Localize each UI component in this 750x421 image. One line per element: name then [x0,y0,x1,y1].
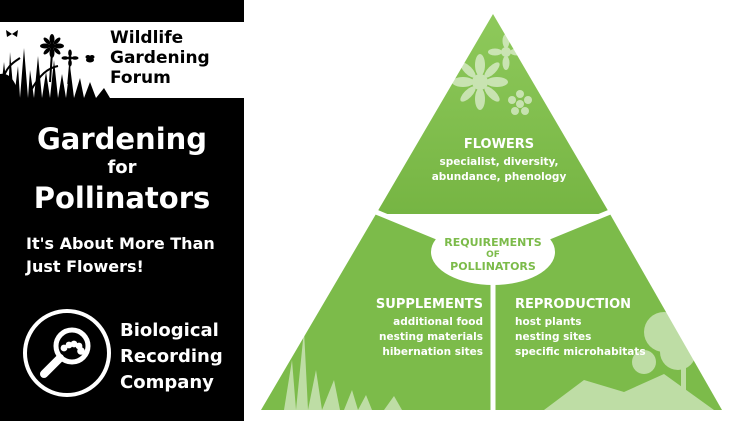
daisy-flowers-icon [452,34,532,115]
magnifier-caterpillar-icon [23,309,111,397]
flowers-detail: specialist, diversity, [439,156,558,168]
headline: Gardening for Pollinators [0,122,244,216]
pollinator-pyramid: REQUIREMENTS OF POLLINATORS FLOWERS spec… [261,14,722,412]
headline-for: for [107,157,137,178]
forum-title-line: Forum [110,68,171,88]
reproduction-detail: nesting sites [515,331,591,343]
tagline: It's About More Than Just Flowers! [26,232,236,278]
tagline-line: Just Flowers! [26,257,144,276]
organisation-line: Company [120,372,214,393]
reproduction-detail: specific microhabitats [515,346,646,358]
reproduction-detail: host plants [515,316,582,328]
forum-title-line: Gardening [110,48,210,68]
supplements-detail: hibernation sites [382,346,483,358]
headline-pollinators: Pollinators [33,181,211,215]
requirements-title: REQUIREMENTS [444,236,542,249]
tagline-line: It's About More Than [26,234,215,253]
tree-icon [544,300,716,410]
pyramid-top-section [376,14,610,214]
supplements-title: SUPPLEMENTS [376,297,483,312]
requirements-bubble [431,219,555,285]
left-panel: Wildlife Gardening Forum Gardening for P… [0,0,244,421]
supplements-detail: additional food [393,316,483,328]
grass-icon [284,330,402,410]
forum-title-line: Wildlife [110,28,184,48]
requirements-of: OF [486,250,500,260]
flowers-detail: abundance, phenology [432,171,567,183]
reproduction-title: REPRODUCTION [515,297,631,312]
organisation-line: Biological [120,320,219,341]
organisation-line: Recording [120,346,223,367]
flowers-title: FLOWERS [464,137,534,152]
grass-flowers-icon [0,30,110,98]
headline-gardening: Gardening [36,122,208,156]
forum-title: Wildlife Gardening Forum [110,28,240,88]
supplements-detail: nesting materials [379,331,483,343]
forum-header: Wildlife Gardening Forum [0,22,244,98]
requirements-subject: POLLINATORS [450,260,536,273]
organisation-name: Biological Recording Company [120,318,242,396]
